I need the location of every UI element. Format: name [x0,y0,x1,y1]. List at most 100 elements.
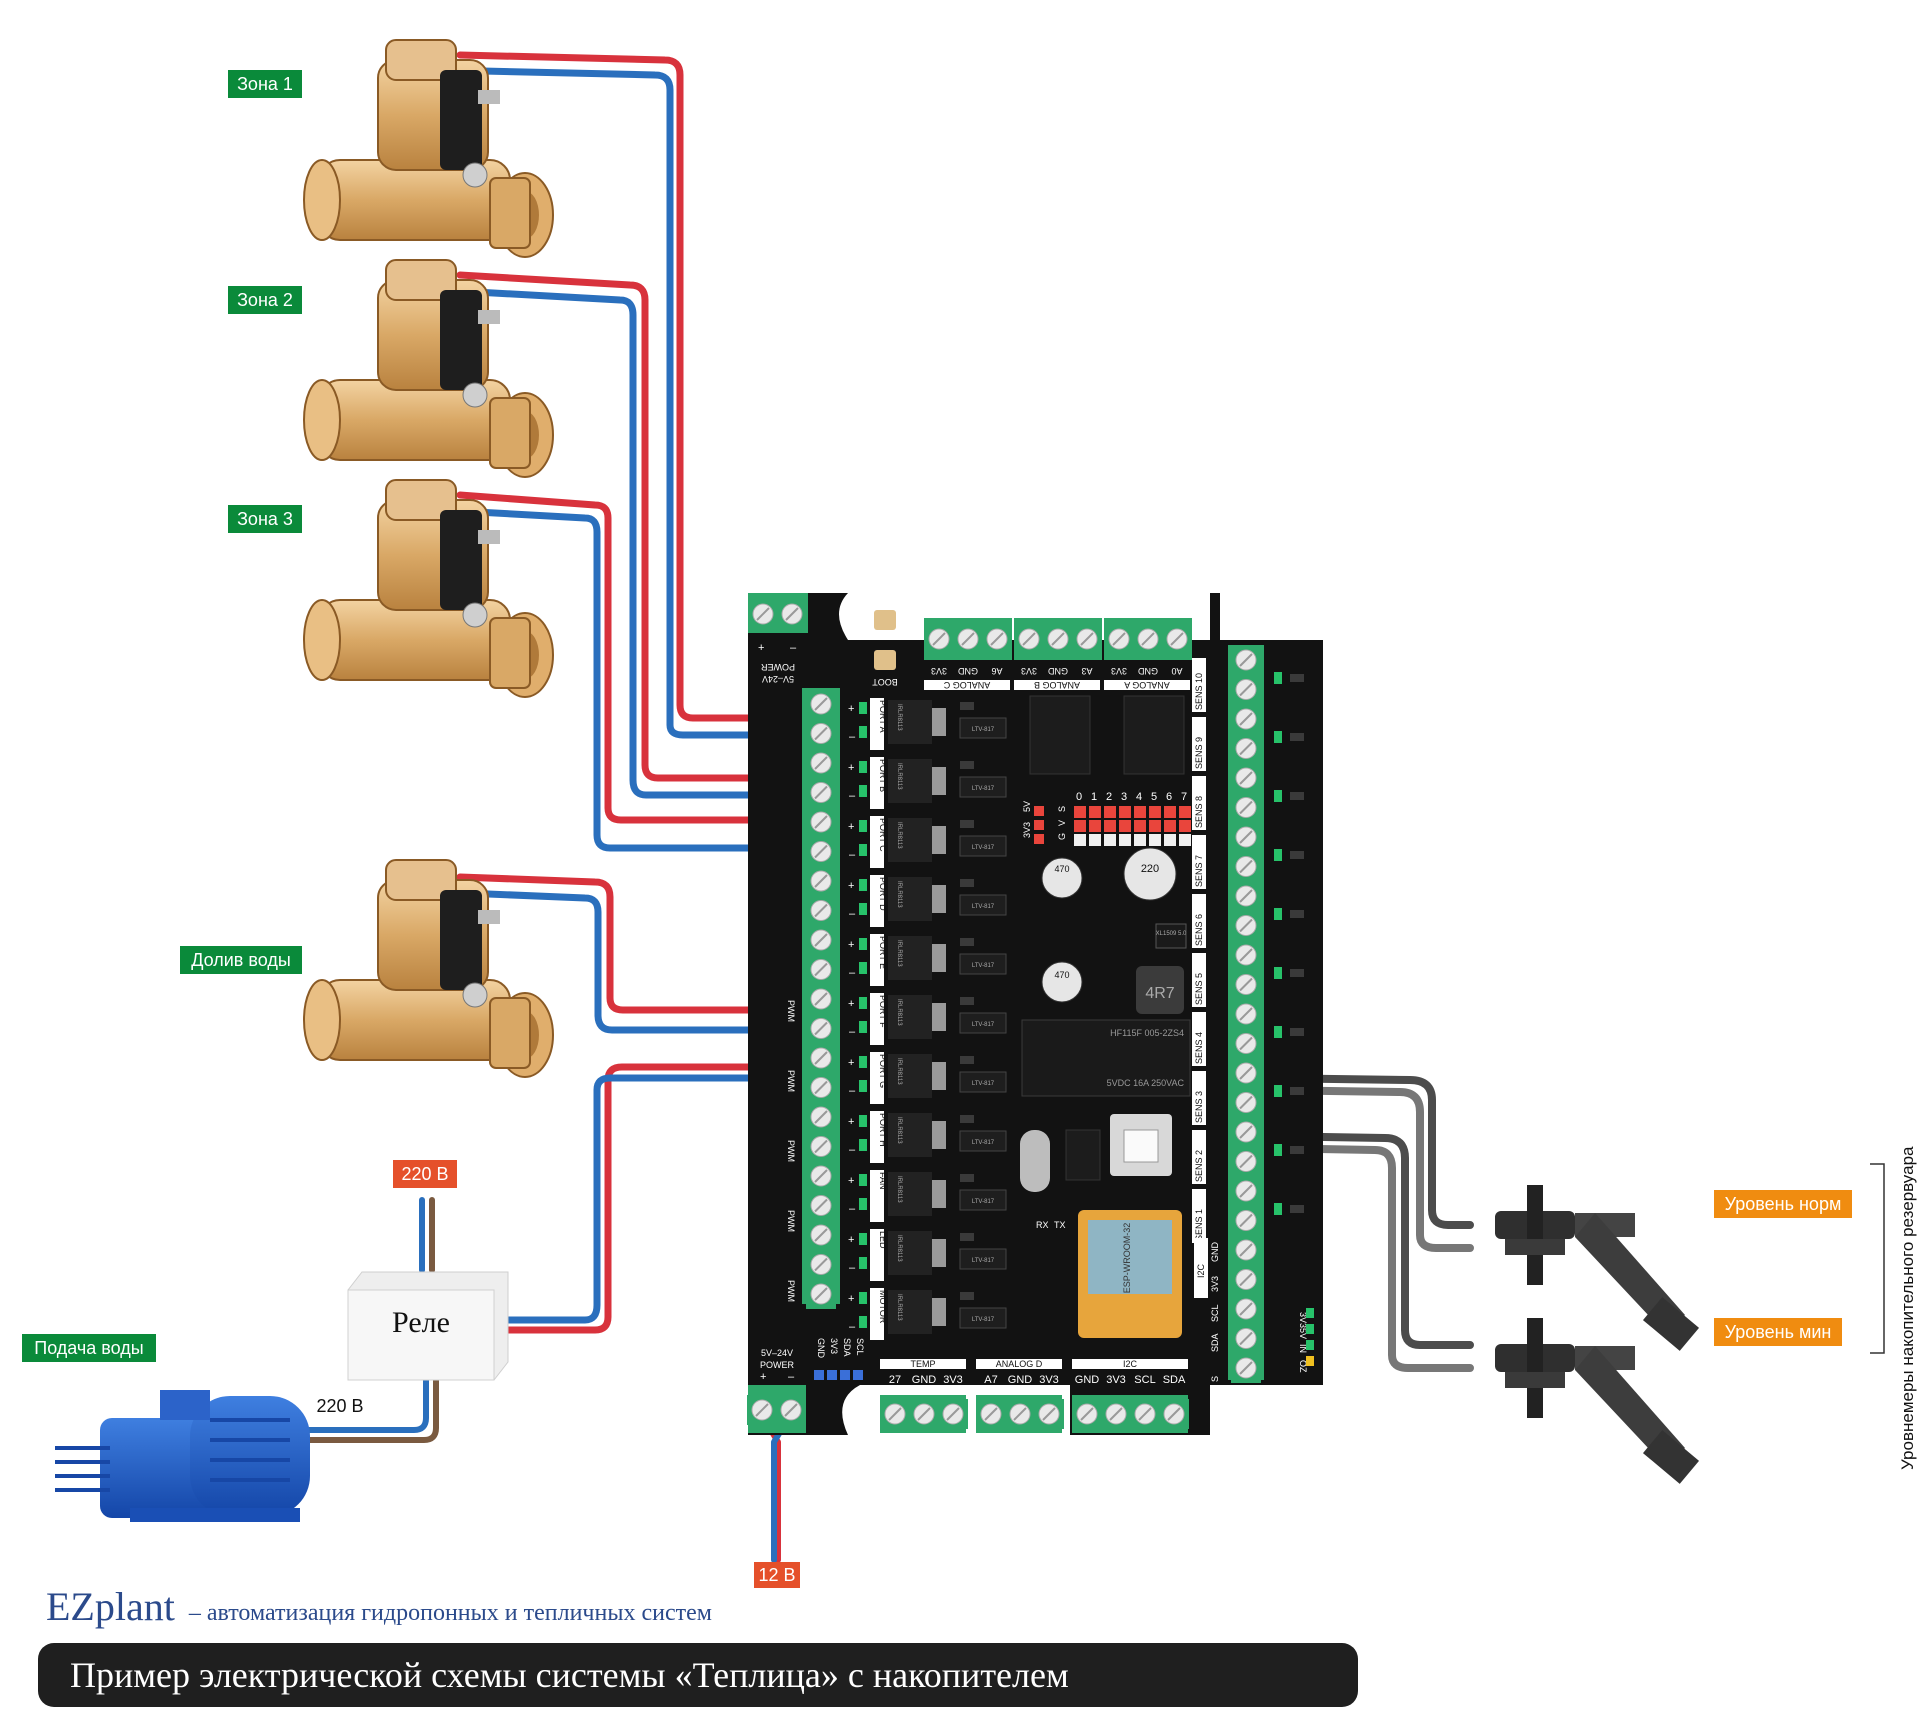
svg-text:Уровень мин: Уровень мин [1725,1322,1832,1342]
analog-pin-label: GND [958,666,979,676]
pwm-label: PWM [786,1280,796,1302]
screw-terminal [1230,998,1262,1030]
pwm-label: PWM [786,1140,796,1162]
header-side-label: 3V3 [1022,822,1032,838]
sensor-label: SENS 5 [1194,973,1204,1005]
zone-label-2: Зона 2 [228,286,302,314]
port-label-bg [870,1052,884,1104]
sensor-label-bg [1192,1071,1206,1125]
svg-text:LTV-817: LTV-817 [972,963,995,969]
svg-text:IRLR8113: IRLR8113 [896,763,902,790]
screw-terminal [1071,1398,1103,1430]
svg-text:IRLR8113: IRLR8113 [896,1176,902,1203]
port-label-bg [870,993,884,1045]
svg-text:Долив воды: Долив воды [191,950,291,970]
bottom-pin-label: SDA [1163,1374,1186,1386]
header-number: 1 [1091,791,1097,803]
port-minus: – [849,967,856,979]
analog-pin-label: 3V3 [931,666,947,676]
port-minus: – [849,1321,856,1333]
screw-terminal [1230,1027,1262,1060]
screw-terminal [805,776,837,809]
screw-terminal [923,623,955,655]
bottom-group-bar [976,1359,1062,1369]
pwm-label: PWM [786,1070,796,1092]
res-label: RES [876,600,895,610]
analog-group-label: ANALOG B [1034,680,1080,690]
screw-terminal [1230,880,1262,912]
port-label: PORT C [878,818,888,852]
bottom-pin-label: 3V3 [1106,1374,1126,1386]
sensor-label: SENS 10 [1194,673,1204,710]
screw-terminal [1230,909,1262,942]
analog-group-bar [924,680,1010,690]
screw-terminal [1230,673,1262,706]
svg-text:Уровень норм: Уровень норм [1725,1194,1842,1214]
voltage-12-label: 12 В [754,1562,800,1588]
svg-text:LTV-817: LTV-817 [972,1199,995,1205]
pwm-label: PWM [786,1000,796,1022]
screw-terminal [805,717,837,750]
sensor-label: SENS 7 [1194,855,1204,887]
svg-text:IRLR8113: IRLR8113 [896,822,902,849]
svg-text:LTV-817: LTV-817 [972,727,995,733]
page-title: Пример электрической схемы системы «Тепл… [38,1643,1358,1707]
zone-label-1: Зона 1 [228,70,302,98]
ic-chip [1123,695,1185,775]
bottom-pin-label: GND [816,1338,826,1359]
svg-text:LTV-817: LTV-817 [972,1317,995,1323]
power-range-top: 5V–24V [762,674,794,684]
screw-terminal [805,983,837,1015]
analog-pin-label: A0 [1171,666,1182,676]
screw-terminal [805,1071,837,1104]
screw-terminal [1230,1263,1262,1296]
i2c-pin-label: 3V3 [1210,1276,1220,1292]
bottom-plus: + [760,1371,766,1383]
res-button [874,610,896,630]
port-plus: + [848,762,854,774]
i2c-pin-label: SCL [1210,1304,1220,1322]
port-plus: + [848,1293,854,1305]
screw-terminal [805,1248,837,1281]
screw-terminal [805,1130,837,1163]
screw-terminal [1230,1175,1262,1207]
sensor-label: SENS 1 [1194,1209,1204,1241]
sensor-label-bg [1192,717,1206,771]
screw-terminal [1230,1352,1262,1384]
screw-terminal [1230,732,1262,765]
port-label: MOTOR [878,1290,888,1324]
port-label-bg [870,816,884,868]
screw-terminal [1230,968,1262,1001]
svg-text:LTV-817: LTV-817 [972,845,995,851]
plus-sign: + [758,642,764,654]
analog-pin-label: A6 [991,666,1002,676]
screw-terminal [981,623,1013,655]
port-plus: + [848,1234,854,1246]
screw-terminal [1230,821,1262,853]
bottom-pin-label: SCL [1134,1374,1155,1386]
analog-group-bar [1104,680,1190,690]
boot-label: BOOT [872,677,898,687]
aux-pin-label: 3V3 [1298,1312,1308,1328]
water-pump [55,1390,310,1522]
screw-terminal [805,894,837,927]
bottom-pin-label: GND [912,1374,937,1386]
reservoir-caption: Уровнемеры накопительного резервуара [1898,1146,1917,1470]
screw-terminal [937,1398,969,1430]
svg-text:Зона 1: Зона 1 [237,74,293,94]
i2c-pin-label: GND [1210,1242,1220,1263]
bottom-pin-label: 3V3 [943,1374,963,1386]
power-range-bottom: 5V–24V [761,1348,793,1358]
svg-text:Зона 2: Зона 2 [237,290,293,310]
bottom-pin-label: 3V3 [829,1338,839,1354]
sensor-label: SENS 4 [1194,1032,1204,1064]
port-label: PORT A [878,700,888,733]
float-sensor-min [1495,1318,1700,1484]
svg-text:IRLR8113: IRLR8113 [896,1117,902,1144]
port-minus: – [849,1262,856,1274]
rx-label: RX [1036,1220,1049,1230]
analog-group-label: ANALOG A [1124,680,1170,690]
port-plus: + [848,1175,854,1187]
svg-text:IRLR8113: IRLR8113 [896,1235,902,1262]
